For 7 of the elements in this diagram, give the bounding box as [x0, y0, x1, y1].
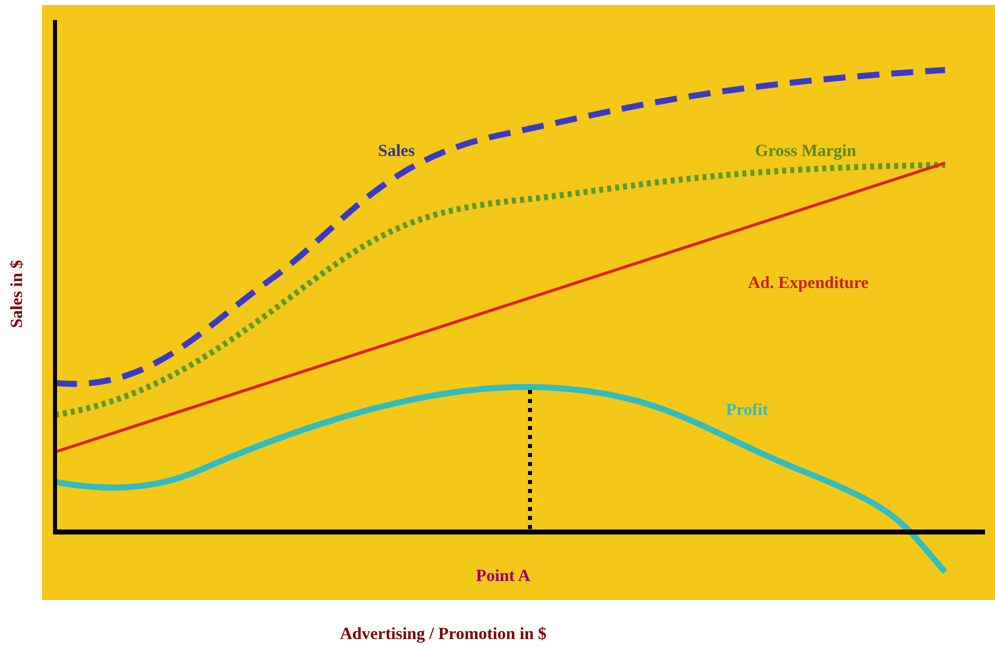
point-label: Point A: [476, 567, 530, 586]
curve-label: Profit: [726, 401, 768, 420]
axis-title: Advertising / Promotion in $: [340, 625, 547, 644]
curve-label: Gross Margin: [755, 142, 856, 161]
axis-title: Sales in $: [8, 260, 27, 328]
curve-label: Sales: [378, 142, 415, 161]
curve-label: Ad. Expenditure: [748, 274, 869, 293]
